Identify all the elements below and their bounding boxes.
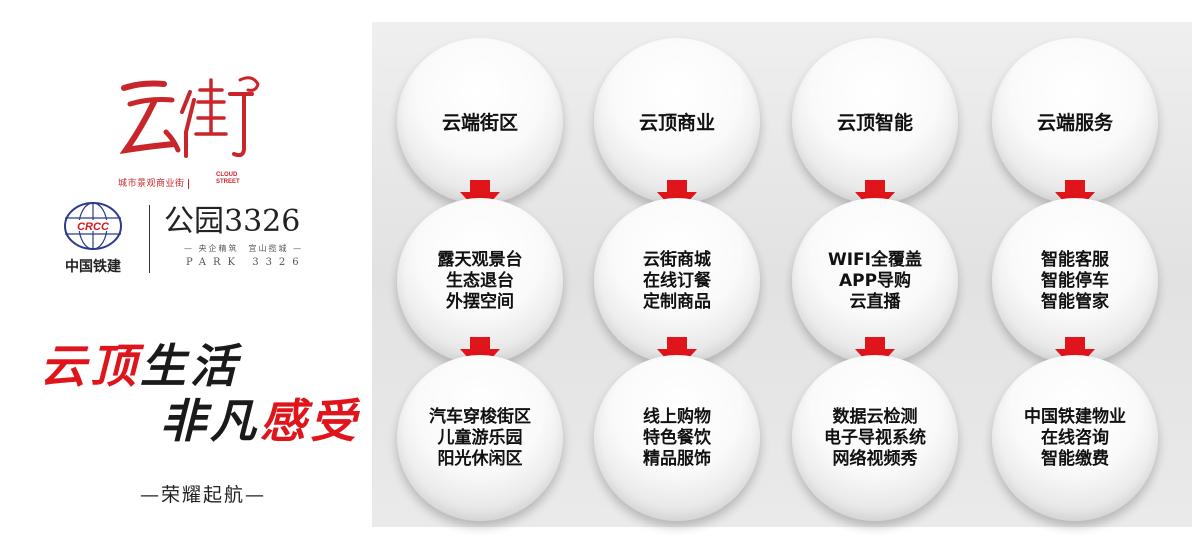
cloud-word: CLOUD [216, 172, 238, 178]
yunjie-logo: 城市景观商业街 CLOUD STREET [112, 72, 262, 189]
park-english: PARK 3326 [186, 257, 306, 268]
red-down-arrow-icon [460, 180, 500, 214]
feature-item: 电子导视系统 [824, 427, 926, 448]
cloud-street-label: CLOUD STREET [216, 172, 240, 186]
feature-item: 智能管家 [1041, 291, 1109, 312]
red-down-arrow-icon [460, 337, 500, 371]
feature-circle: 露天观景台生态退台外摆空间 [397, 198, 563, 364]
slogan-line2: 非凡感受 [160, 395, 360, 447]
category-title: 云端街区 [441, 111, 518, 134]
feature-item: 中国铁建物业 [1024, 406, 1126, 427]
red-down-arrow-icon [657, 180, 697, 214]
red-down-arrow-icon [1055, 180, 1095, 214]
red-down-arrow-icon [657, 337, 697, 371]
svg-text:CRCC: CRCC [77, 221, 110, 233]
feature-item: 定制商品 [643, 291, 711, 312]
feature-circle: 数据云检测电子导视系统网络视频秀 [792, 355, 958, 521]
feature-item: 阳光休闲区 [437, 448, 523, 469]
feature-circle: 线上购物特色餐饮精品服饰 [594, 355, 760, 521]
feature-circle: 中国铁建物业在线咨询智能缴费 [992, 355, 1158, 521]
feature-item: 智能客服 [1041, 249, 1109, 270]
category-circle-3: 云顶智能 [792, 38, 958, 204]
feature-circle: 智能客服智能停车智能管家 [992, 198, 1158, 364]
motto: —荣耀起航— [140, 484, 267, 506]
tagline-separator [187, 178, 189, 189]
company-name: 中国铁建 [65, 259, 121, 275]
category-title: 云顶商业 [638, 111, 715, 134]
slogan-word-4: 感受 [260, 394, 360, 448]
feature-item: 儿童游乐园 [437, 427, 523, 448]
feature-item: 数据云检测 [832, 406, 918, 427]
feature-item: 云街商城 [643, 249, 711, 270]
feature-item: 外摆空间 [446, 291, 514, 312]
category-title: 云顶智能 [836, 111, 913, 134]
feature-item: 云直播 [849, 291, 901, 312]
red-down-arrow-icon [855, 337, 895, 371]
feature-item: 露天观景台 [437, 249, 523, 270]
slogan-line1: 云顶生活 [40, 340, 240, 392]
park-title: 公园3326 [164, 204, 301, 239]
category-circle-2: 云顶商业 [594, 38, 760, 204]
category-circle-4: 云端服务 [992, 38, 1158, 204]
red-down-arrow-icon [855, 180, 895, 214]
crcc-globe-logo-icon: CRCC [64, 202, 122, 250]
feature-item: 在线咨询 [1041, 427, 1109, 448]
category-title: 云端服务 [1036, 111, 1113, 134]
crcc-logo-block: CRCC 中国铁建 [48, 200, 138, 280]
feature-item: 智能停车 [1041, 270, 1109, 291]
feature-item: 网络视频秀 [832, 448, 918, 469]
slogan-word-1: 云顶 [40, 339, 140, 393]
street-word: STREET [216, 179, 240, 185]
logo-tagline: 城市景观商业街 [118, 176, 192, 189]
feature-item: 精品服饰 [643, 448, 711, 469]
feature-item: 智能缴费 [1041, 448, 1109, 469]
slogan-word-2: 生活 [140, 339, 240, 393]
park-subtitle: — 央企精筑 宜山揽城 — [184, 244, 304, 253]
slogan-word-3: 非凡 [160, 394, 260, 448]
feature-item: APP导购 [838, 270, 912, 291]
feature-item: 汽车穿梭街区 [429, 406, 531, 427]
yunjie-calligraphy-logo-icon [119, 76, 260, 158]
feature-circle: 汽车穿梭街区儿童游乐园阳光休闲区 [397, 355, 563, 521]
feature-item: WIFI全覆盖 [827, 249, 922, 270]
logo-divider [149, 205, 150, 273]
park-logo-block: 公园3326 — 央企精筑 宜山揽城 — PARK 3326 [164, 205, 334, 275]
feature-item: 生态退台 [446, 270, 514, 291]
red-down-arrow-icon [1055, 337, 1095, 371]
branding-panel: 城市景观商业街 CLOUD STREET CRCC 中国铁建 公园3326 — … [0, 0, 370, 550]
category-circle-1: 云端街区 [397, 38, 563, 204]
tagline-text: 城市景观商业街 [118, 179, 185, 189]
feature-item: 线上购物 [643, 406, 711, 427]
feature-item: 在线订餐 [643, 270, 711, 291]
feature-item: 特色餐饮 [643, 427, 711, 448]
feature-circle: 云街商城在线订餐定制商品 [594, 198, 760, 364]
